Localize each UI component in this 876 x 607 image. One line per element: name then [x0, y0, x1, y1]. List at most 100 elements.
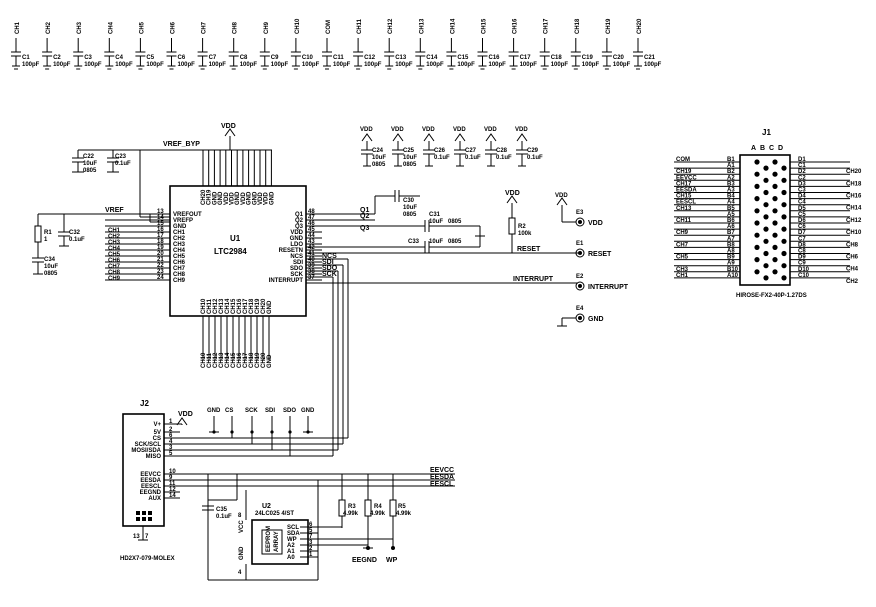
u2-part: 24LC025 4/ST	[255, 511, 294, 517]
u1-bottom-pin-name: CH15	[231, 298, 237, 314]
svg-text:C31: C31	[429, 212, 441, 218]
u1-top-pin-name: VDD	[224, 192, 230, 205]
top-cap-ref: C12	[364, 55, 376, 61]
top-cap-net-label: CH11	[357, 18, 363, 34]
svg-text:R1: R1	[44, 230, 52, 236]
svg-text:C22: C22	[83, 154, 95, 160]
u1-left-net: CH5	[108, 252, 121, 258]
j1-left-net: COM	[676, 157, 690, 163]
u1-top-pin-name: CH19	[207, 189, 213, 205]
svg-text:C34: C34	[44, 257, 56, 263]
j2-bus-label: SDO	[283, 408, 296, 414]
j1-right-pin-num: C10	[798, 273, 810, 279]
j2-pin-num: 9	[169, 475, 173, 481]
j1-pin-dot	[781, 202, 787, 208]
u1-right-pin-name: VDD	[290, 230, 303, 236]
top-cap-net-label: CH18	[575, 18, 581, 34]
j1-pin-dot	[772, 257, 778, 263]
u1-right-pin-name: SCK	[290, 272, 303, 278]
top-cap-value: 100pF	[364, 62, 382, 68]
j1-right-pin-num: C8	[798, 249, 806, 255]
j2-pin-name: EESCL	[141, 484, 161, 490]
u1-left-pin-num: 22	[157, 263, 164, 269]
vdd-cap-ref: C27	[465, 148, 477, 154]
top-cap-ref: C18	[551, 55, 563, 61]
j2-pin-num: 10	[169, 469, 176, 475]
j1-column-label: B	[760, 145, 765, 152]
top-cap-value: 100pF	[333, 62, 351, 68]
u1-right-pin-name: INTERRUPT	[269, 278, 304, 284]
u1-right-pin-name: NCS	[290, 254, 303, 260]
u1-right-pin-name: SDO	[290, 266, 303, 272]
u1-bottom-net-label: CH13	[219, 352, 225, 368]
u1-left-pin-num: 14	[157, 215, 164, 221]
u1-left-pin-num: 19	[157, 245, 164, 251]
j1-right-pin-num: D10	[798, 267, 810, 273]
j1-right-pin-num: D7	[798, 230, 806, 236]
u1-left-net: CH1	[108, 228, 121, 234]
top-cap-value: 100pF	[520, 62, 538, 68]
resistor-r2	[508, 217, 516, 235]
j1-pin-dot	[781, 250, 787, 257]
u1-bottom-pin-name: CH18	[249, 298, 255, 314]
j2-part: HD2X7-079-MOLEX	[120, 556, 175, 562]
j1-pin-dot	[754, 257, 760, 263]
u1-bottom-pin-name: CH20	[261, 298, 267, 314]
j1-body	[739, 154, 791, 286]
j1-pin-dot	[781, 177, 787, 183]
j2-pin-dot	[142, 511, 146, 515]
u1-left-net: CH6	[108, 258, 121, 264]
top-cap-net-label: CH10	[295, 18, 301, 34]
u1-bottom-pin-name: CH14	[225, 298, 231, 314]
u1-left-pin-num: 23	[157, 269, 164, 275]
u1-right-pin-num: 44	[308, 233, 315, 239]
u1-bottom-net-label: CH19	[255, 352, 261, 368]
test-point-icon[interactable]	[575, 281, 585, 291]
top-cap-net-label: CH13	[419, 18, 425, 34]
top-cap-ref: C6	[178, 55, 186, 61]
j2-pin-name: MOSI/SDA	[131, 448, 161, 454]
svg-text:10uF: 10uF	[83, 161, 97, 167]
j2-pin-name: SCK/SCL	[135, 442, 162, 448]
svg-text:C35: C35	[216, 507, 228, 513]
top-cap-net-label: CH4	[108, 21, 114, 34]
u1-right-pin-name: GND	[290, 236, 304, 242]
svg-text:4.99k: 4.99k	[343, 511, 359, 517]
svg-text:VDD: VDD	[178, 411, 193, 418]
u2-pin-num: 2	[309, 546, 313, 552]
u1-bottom-pin-name: CH10	[201, 298, 207, 314]
u1-bottom-net-label: CH20	[261, 352, 267, 368]
j2-pin-num: 6	[169, 433, 173, 439]
u1-bottom-net-label: CH12	[213, 352, 219, 368]
j2-bus-label: GND	[207, 408, 221, 414]
j1-left-pin-num: B7	[727, 230, 735, 236]
top-cap-value: 100pF	[209, 62, 227, 68]
vdd-cap-value: 0.1uF	[434, 155, 450, 161]
j1-right-pin-num: D5	[798, 206, 806, 212]
j1-pin-dot	[772, 196, 778, 202]
u2-pin-name: SDA	[287, 531, 300, 537]
svg-text:0.1uF: 0.1uF	[216, 514, 232, 520]
top-cap-ref: C16	[489, 55, 501, 61]
test-point-icon[interactable]	[575, 248, 585, 258]
vdd-cap-ref: C24	[372, 148, 384, 154]
vdd-cap-value: 0.1uF	[465, 155, 481, 161]
vdd-cap-supply-label: VDD	[453, 127, 466, 133]
j1-left-pin-num: B3	[727, 181, 735, 187]
j2-pin-name: V+	[153, 422, 161, 428]
top-cap-net-label: CH20	[637, 18, 643, 34]
top-cap-ref: C5	[146, 55, 154, 61]
top-cap-ref: C4	[115, 55, 123, 61]
top-cap-net-label: CH3	[77, 21, 83, 34]
j2-pin-num: 2	[169, 427, 173, 433]
j1-left-net: CH19	[676, 169, 692, 175]
u1-left-pin-name: GND	[173, 224, 187, 230]
top-cap-net-label: CH6	[171, 21, 177, 34]
j1-pin-dot	[754, 159, 760, 165]
j1-pin-dot	[772, 171, 778, 177]
top-cap-net-label: CH9	[264, 21, 270, 34]
svg-text:C30: C30	[403, 198, 415, 204]
